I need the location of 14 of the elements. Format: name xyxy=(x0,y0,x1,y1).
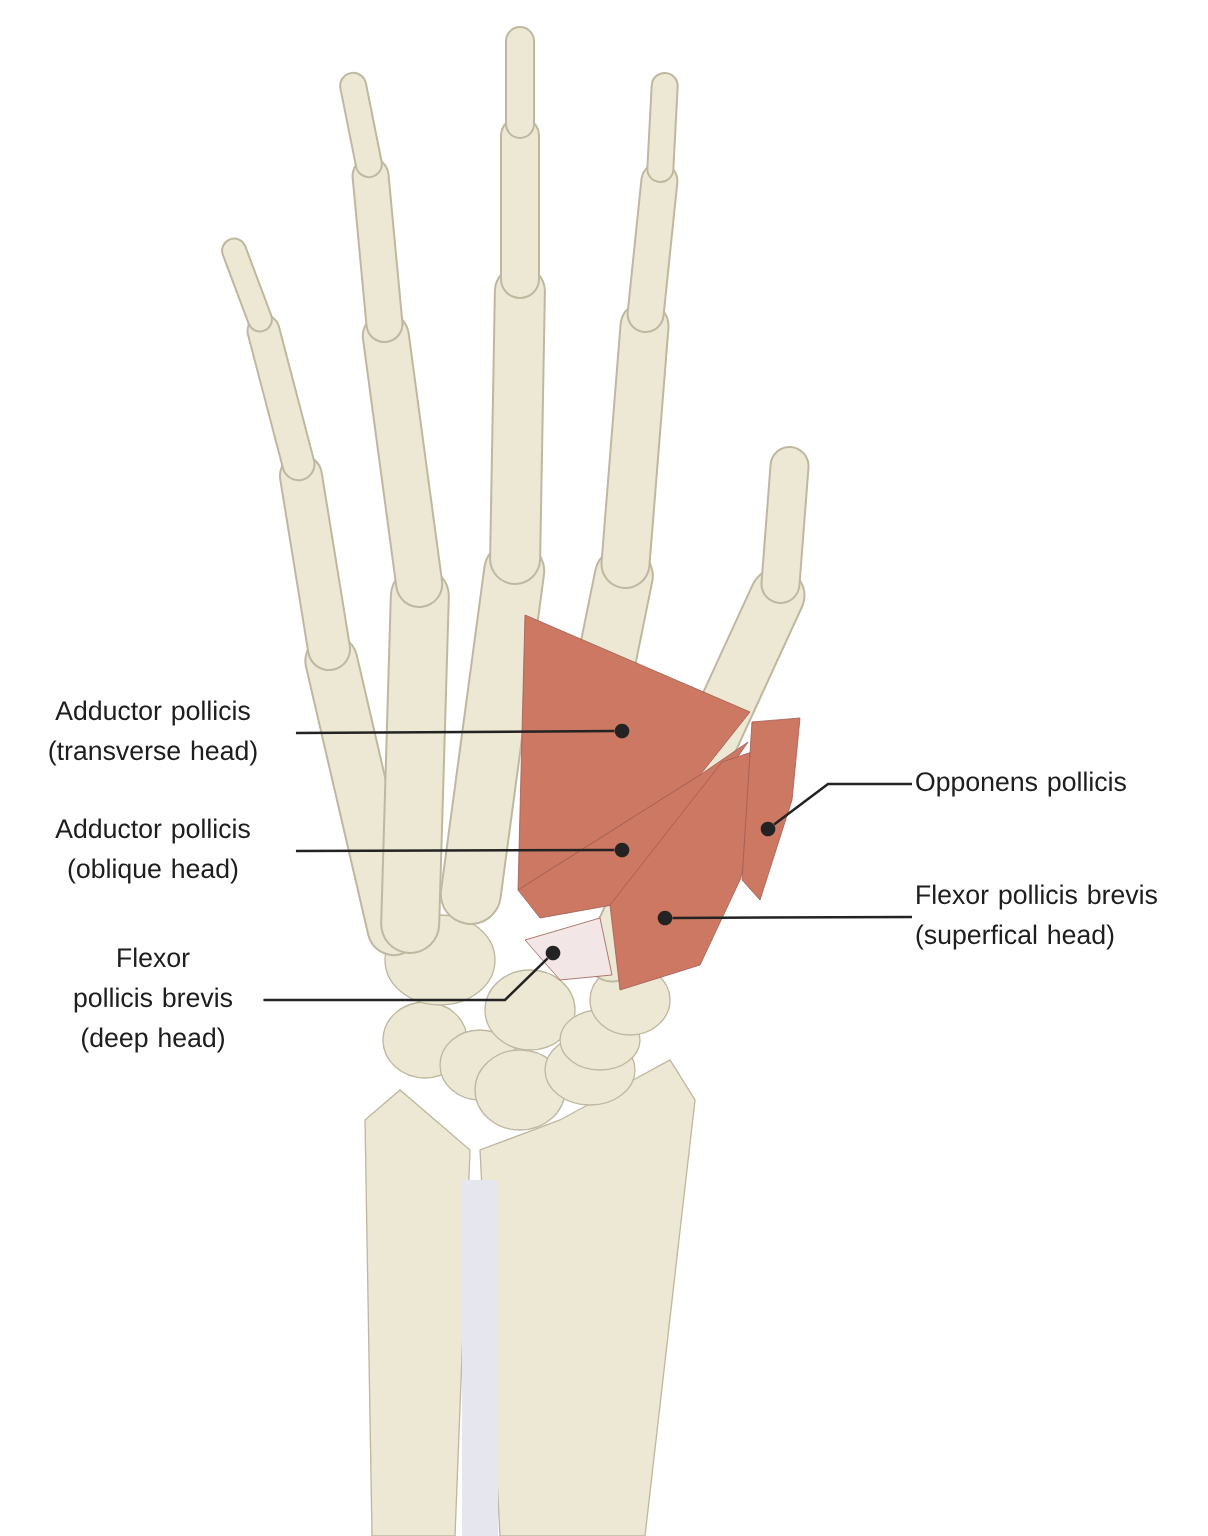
leader-dot xyxy=(614,723,630,739)
leader-dot xyxy=(657,910,673,926)
leader-dot xyxy=(760,821,776,837)
leader-line xyxy=(295,848,615,853)
label-text: Opponens pollicis xyxy=(916,771,1126,797)
leader-line xyxy=(263,957,549,1002)
leader-line xyxy=(295,729,615,735)
leader-line xyxy=(672,915,912,920)
label-text: Adductor pollicis (oblique head) xyxy=(55,818,250,884)
label-text: Flexor pollicis brevis (deep head) xyxy=(74,947,232,1053)
label-text: Adductor pollicis (transverse head) xyxy=(49,700,257,766)
label-text: Flexor pollicis brevis (superfical head) xyxy=(916,884,1157,950)
leader-dot xyxy=(545,945,561,961)
leader-dot xyxy=(614,842,630,858)
